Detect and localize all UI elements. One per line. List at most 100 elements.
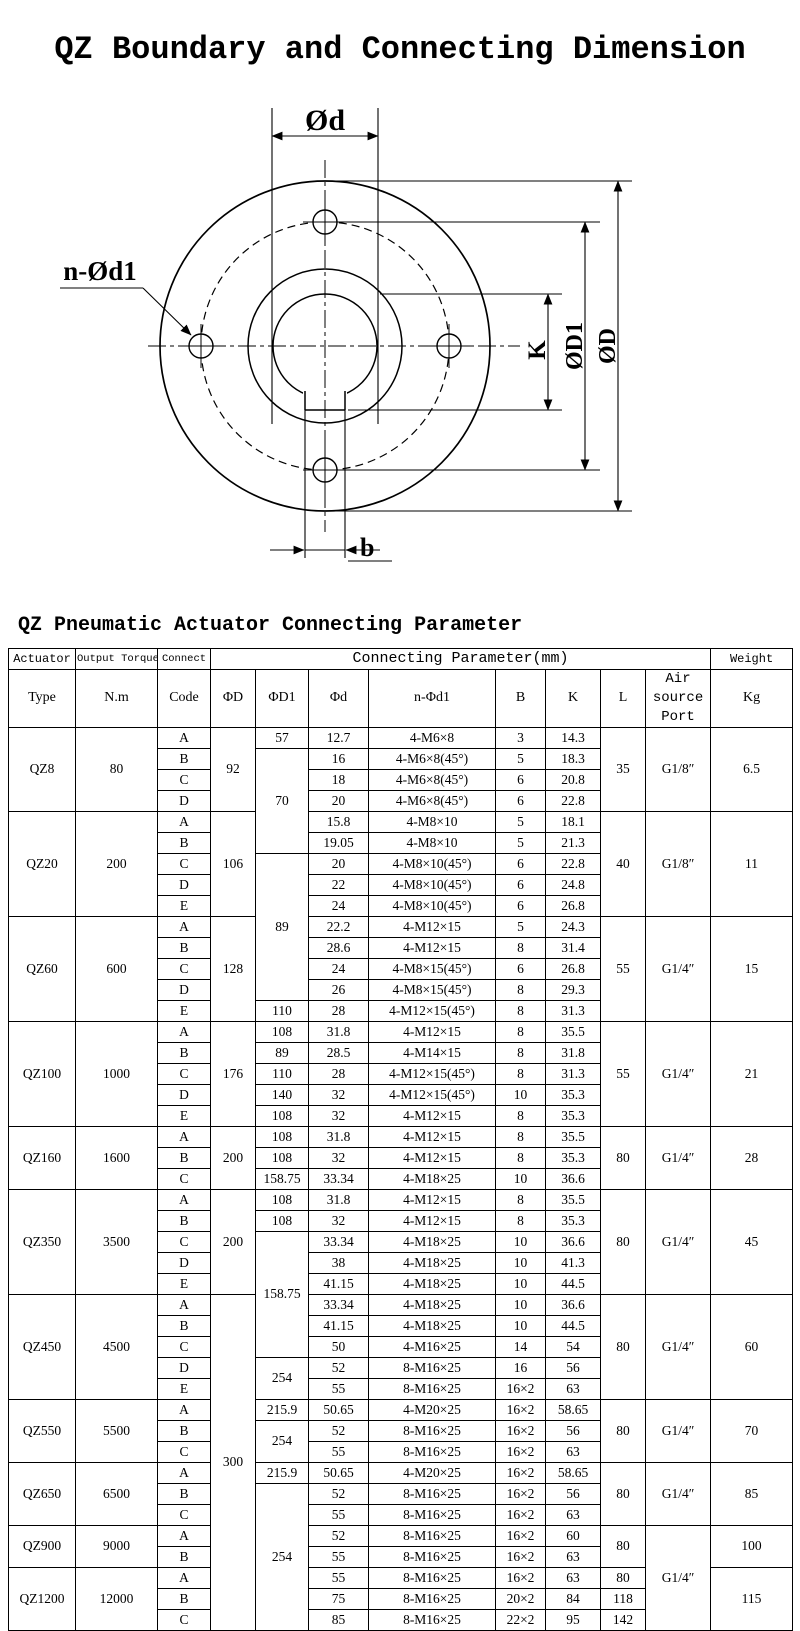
header-cell: Connect [157,648,211,670]
table-cell: 80 [600,1293,646,1400]
table-cell: QZ650 [8,1461,76,1526]
label-key-dimension: K [524,340,551,360]
table-cell: 16×2 [495,1461,546,1484]
table-cell: 10 [495,1083,546,1106]
table-cell: 200 [210,1125,256,1190]
table-cell: 24.3 [545,915,601,938]
table-cell: C [157,1440,211,1463]
table-cell: 80 [600,1524,646,1568]
table-cell: 41.3 [545,1251,601,1274]
table-cell: 4-M18×25 [368,1251,496,1274]
table-cell: 58.65 [545,1398,601,1421]
label-outer-diameter: ØD [595,328,621,364]
table-caption: QZ Pneumatic Actuator Connecting Paramet… [18,613,523,637]
table-cell: A [157,1188,211,1211]
dim-keyway-width [270,410,392,562]
dim-outer-diameter [331,180,632,512]
table-cell: 55 [308,1440,369,1463]
table-cell: 215.9 [255,1461,309,1484]
table-cell: 50.65 [308,1398,369,1421]
table-cell: 55 [308,1503,369,1526]
table-cell: 4-M20×25 [368,1398,496,1421]
table-cell: QZ1200 [8,1566,76,1631]
table-cell: B [157,936,211,959]
table-cell: 22 [308,873,369,896]
table-cell: 10 [495,1230,546,1253]
table-cell: 5 [495,810,546,833]
table-cell: 4-M12×15(45°) [368,1083,496,1106]
table-cell: 3 [495,726,546,749]
table-cell: 4-M8×15(45°) [368,978,496,1001]
table-cell: 10 [495,1251,546,1274]
table-cell: 22×2 [495,1608,546,1631]
table-cell: 600 [75,915,158,1022]
table-cell: 31.3 [545,999,601,1022]
leader-bolt-holes [60,287,192,336]
table-cell: D [157,1356,211,1379]
table-cell: 5 [495,747,546,770]
table-cell: 50 [308,1335,369,1358]
table-cell: 45 [710,1188,794,1295]
table-cell: 16×2 [495,1482,546,1505]
table-cell: 31.4 [545,936,601,959]
dim-bolt-circle-diameter [340,221,600,471]
table-cell: 63 [545,1503,601,1526]
header-cell: Φd [308,669,369,728]
table-cell: 29.3 [545,978,601,1001]
table-cell: 8 [495,936,546,959]
table-cell: 4-M8×15(45°) [368,957,496,980]
table-cell: 108 [255,1146,309,1169]
table-cell: A [157,915,211,938]
table-cell: 32 [308,1083,369,1106]
table-cell: 16×2 [495,1566,546,1589]
table-cell: 4-M8×10 [368,831,496,854]
header-cell: K [545,669,601,728]
table-cell: G1/4″ [644,1125,712,1190]
table-cell: 10 [495,1167,546,1190]
table-cell: 31.8 [308,1020,369,1043]
table-cell: G1/8″ [644,810,712,917]
table-cell: 4-M18×25 [368,1293,496,1316]
table-cell: 31.8 [308,1188,369,1211]
table-cell: 19.05 [308,831,369,854]
table-cell: 8 [495,1020,546,1043]
table-cell: 24 [308,894,369,917]
table-cell: 31.8 [545,1041,601,1064]
table-cell: 5500 [75,1398,158,1463]
table-cell: 20 [308,852,369,875]
table-cell: G1/4″ [644,915,712,1022]
table-cell: 8-M16×25 [368,1503,496,1526]
table-cell: 80 [600,1125,646,1190]
table-cell: C [157,1503,211,1526]
header-cell: Actuator [8,648,76,670]
header-cell: Connecting Parameter(mm) [209,648,712,670]
table-cell: 18.1 [545,810,601,833]
table-cell: 56 [545,1356,601,1379]
header-cell: ΦD [210,669,256,728]
table-cell: 4-M12×15 [368,1104,496,1127]
table-cell: 8-M16×25 [368,1587,496,1610]
table-cell: G1/4″ [644,1398,712,1463]
table-cell: 22.8 [545,852,601,875]
table-cell: QZ100 [8,1020,76,1127]
table-cell: G1/4″ [644,1461,712,1526]
table-cell: 55 [308,1545,369,1568]
table-cell: A [157,1524,211,1547]
table-cell: 215.9 [255,1398,309,1421]
table-cell: 4-M12×15 [368,1188,496,1211]
table-cell: 108 [255,1188,309,1211]
table-cell: A [157,1125,211,1148]
bolt-hole-centermarks [179,200,471,492]
table-cell: 4-M6×8(45°) [368,789,496,812]
table-cell: 16×2 [495,1503,546,1526]
table-cell: 118 [600,1587,646,1610]
table-cell: 40 [600,810,646,917]
table-cell: 80 [600,1398,646,1463]
table-cell: 16×2 [495,1440,546,1463]
